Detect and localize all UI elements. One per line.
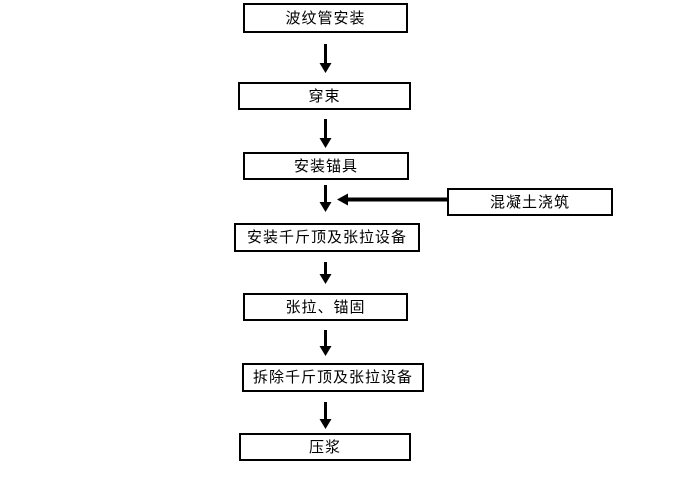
flow-node-grouting: 压浆 bbox=[239, 433, 411, 461]
arrow-pipe-to-thread bbox=[319, 44, 332, 73]
arrow-concrete-to-mainflow bbox=[337, 193, 447, 206]
flow-node-thread-tendons: 穿束 bbox=[238, 82, 411, 110]
arrow-remove-to-grout bbox=[319, 402, 332, 429]
flow-node-install-jack-tensioning-equipment: 安装千斤顶及张拉设备 bbox=[234, 223, 420, 252]
flow-node-remove-jack-tensioning-equipment: 拆除千斤顶及张拉设备 bbox=[242, 363, 424, 392]
flow-node-corrugated-pipe-install: 波纹管安装 bbox=[243, 3, 408, 33]
flow-node-tension-anchor: 张拉、锚固 bbox=[243, 293, 408, 321]
arrow-anchorage-to-jack bbox=[319, 185, 332, 212]
arrow-tension-to-remove bbox=[319, 330, 332, 356]
arrow-jack-to-tension bbox=[319, 262, 332, 284]
flow-node-install-anchorage: 安装锚具 bbox=[243, 152, 409, 180]
flow-node-concrete-pouring: 混凝土浇筑 bbox=[447, 188, 613, 216]
arrow-thread-to-anchorage bbox=[319, 119, 332, 148]
